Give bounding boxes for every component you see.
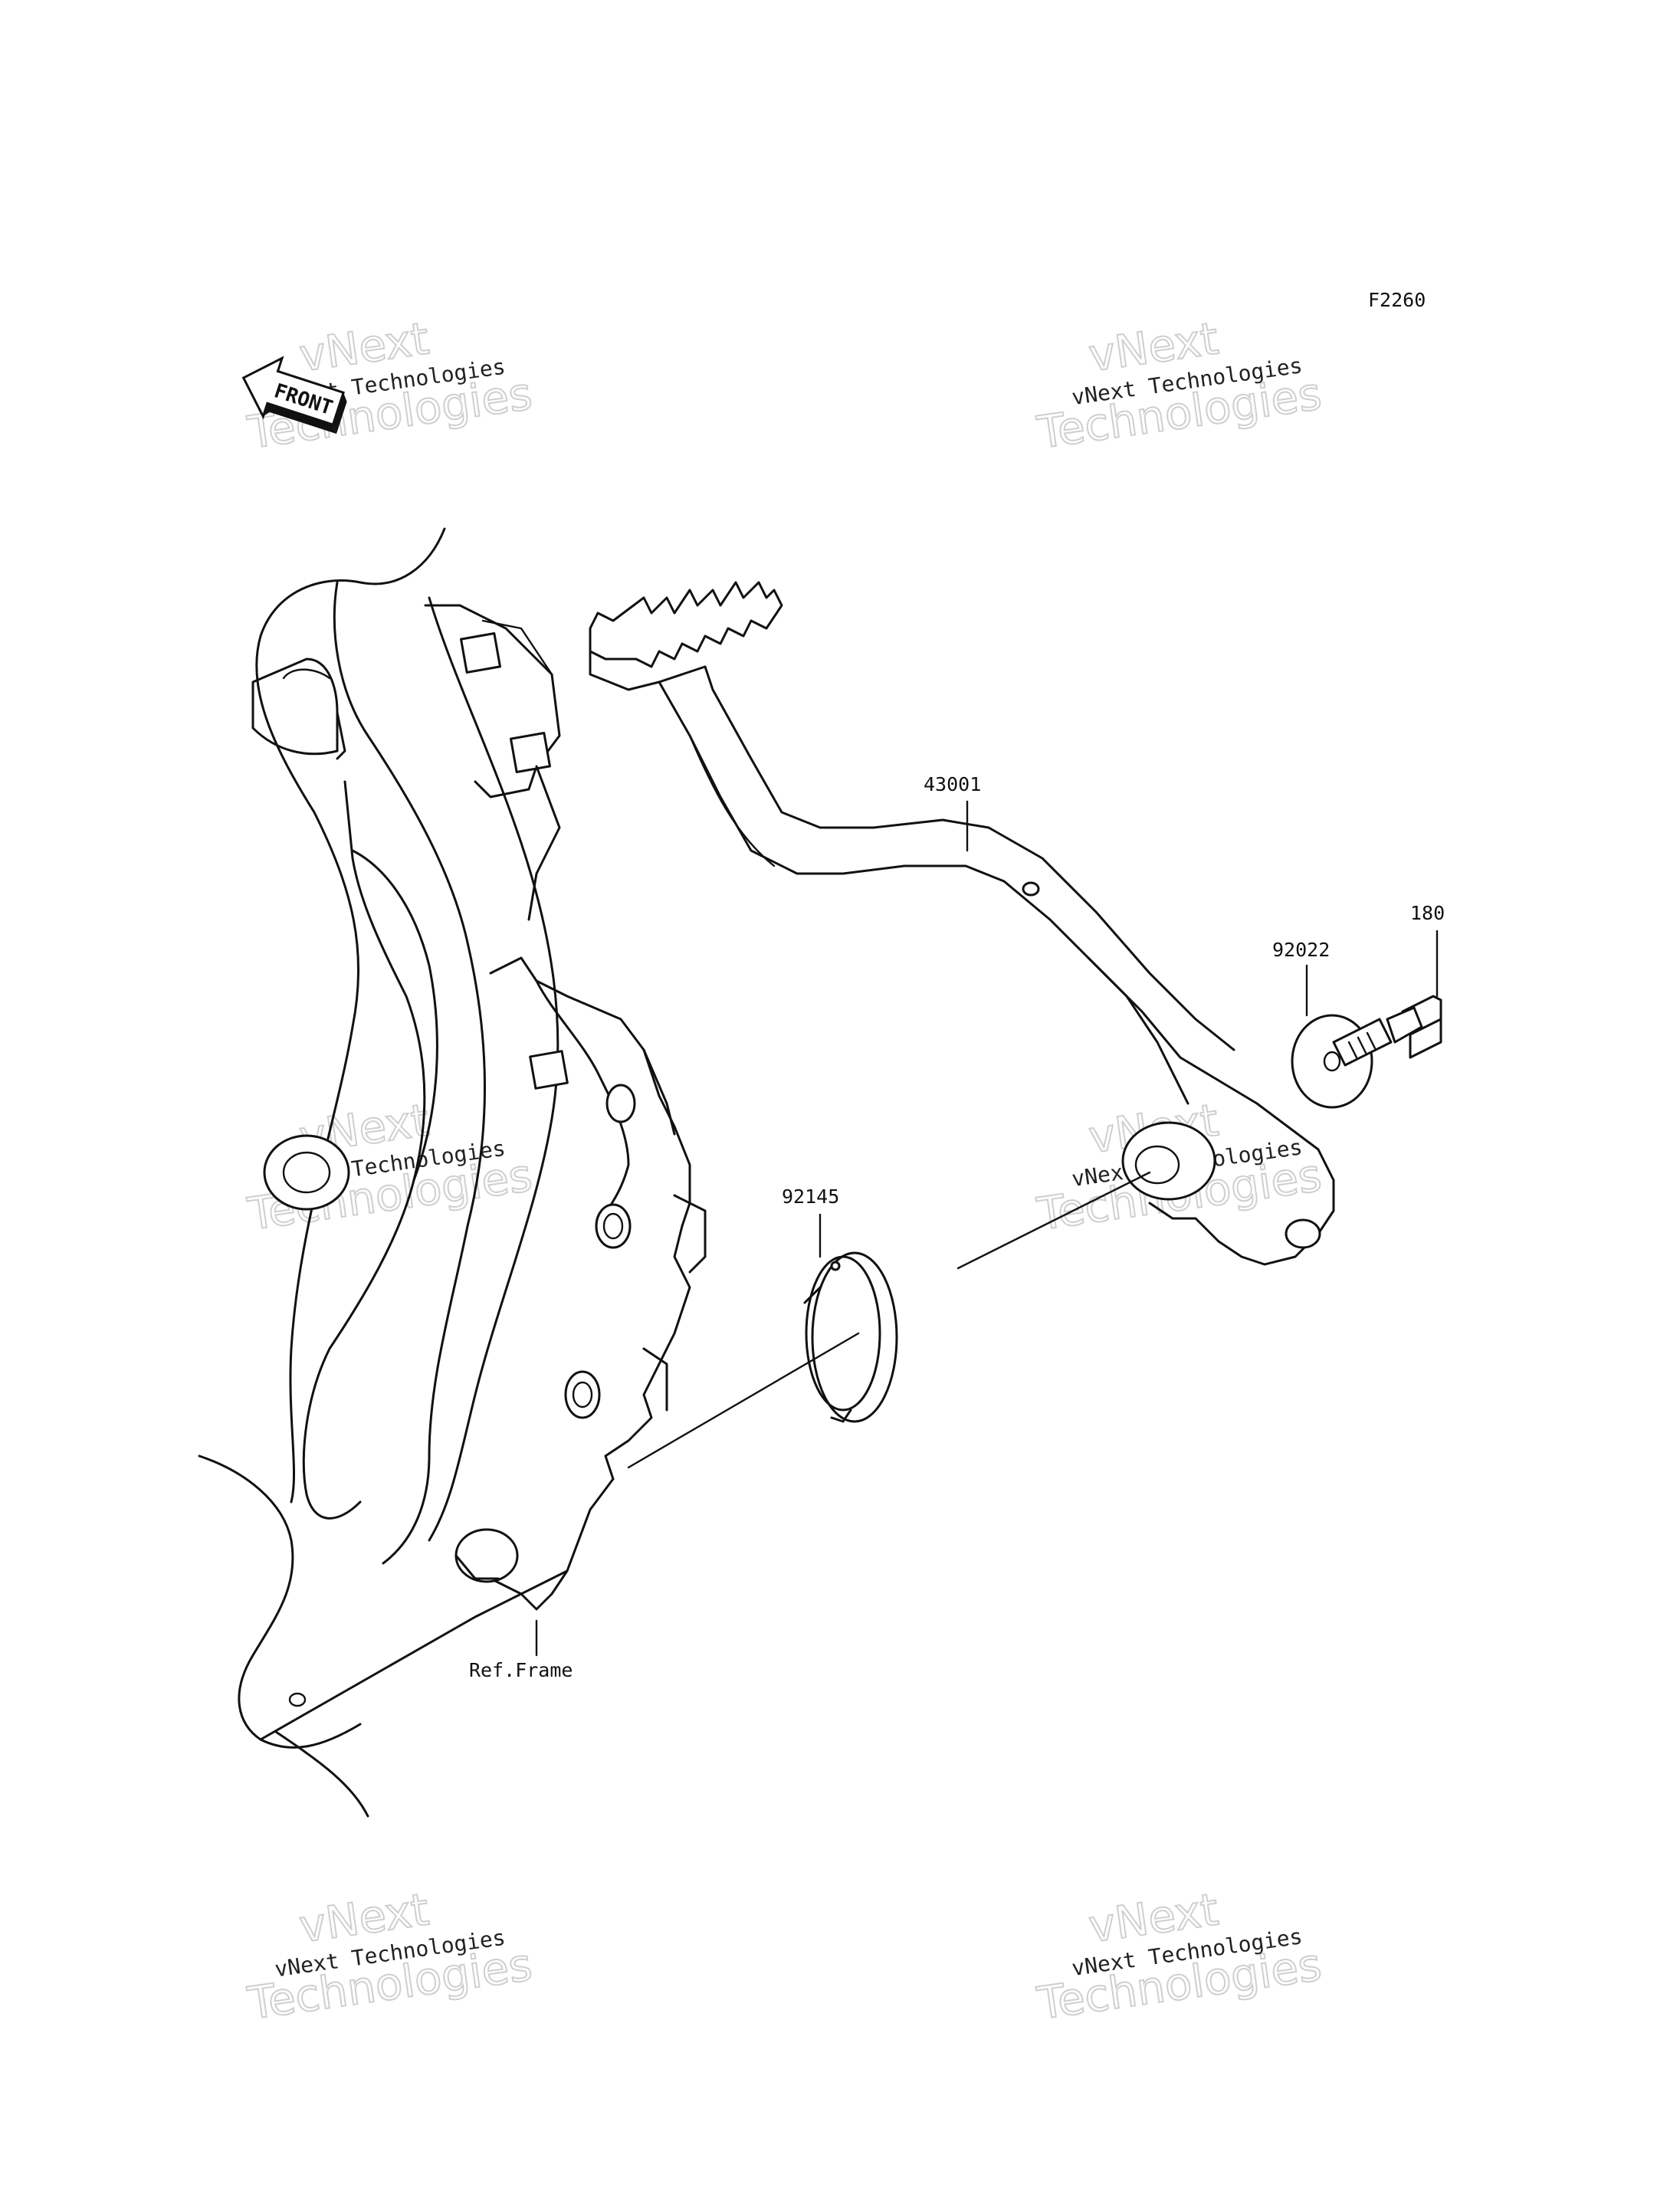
diagram-code: F2260 (1368, 289, 1426, 311)
callout-43001: 43001 (924, 773, 981, 795)
callout-92145: 92145 (782, 1185, 839, 1208)
callout-92022: 92022 (1272, 939, 1330, 961)
spring-axis-line (627, 1332, 860, 1469)
frame-reference-drawing (198, 527, 707, 1818)
brake-pedal-drawing (589, 581, 1335, 1266)
watermark-bottom-left: vNext Technologies vNext Technologies (244, 1882, 536, 2030)
bolt-drawing (1332, 995, 1442, 1067)
spring-drawing (803, 1251, 898, 1423)
front-arrow-icon: FRONT (241, 356, 347, 434)
watermark-top-right: vNext Technologies vNext Technologies (1033, 311, 1325, 459)
callout-ref-frame: Ref.Frame (469, 1659, 573, 1681)
callout-180: 180 (1410, 902, 1445, 924)
leader-lines (535, 800, 1439, 1657)
watermark-bottom-right: vNext Technologies vNext Technologies (1033, 1882, 1325, 2030)
pedal-axis-line (956, 1171, 1151, 1270)
